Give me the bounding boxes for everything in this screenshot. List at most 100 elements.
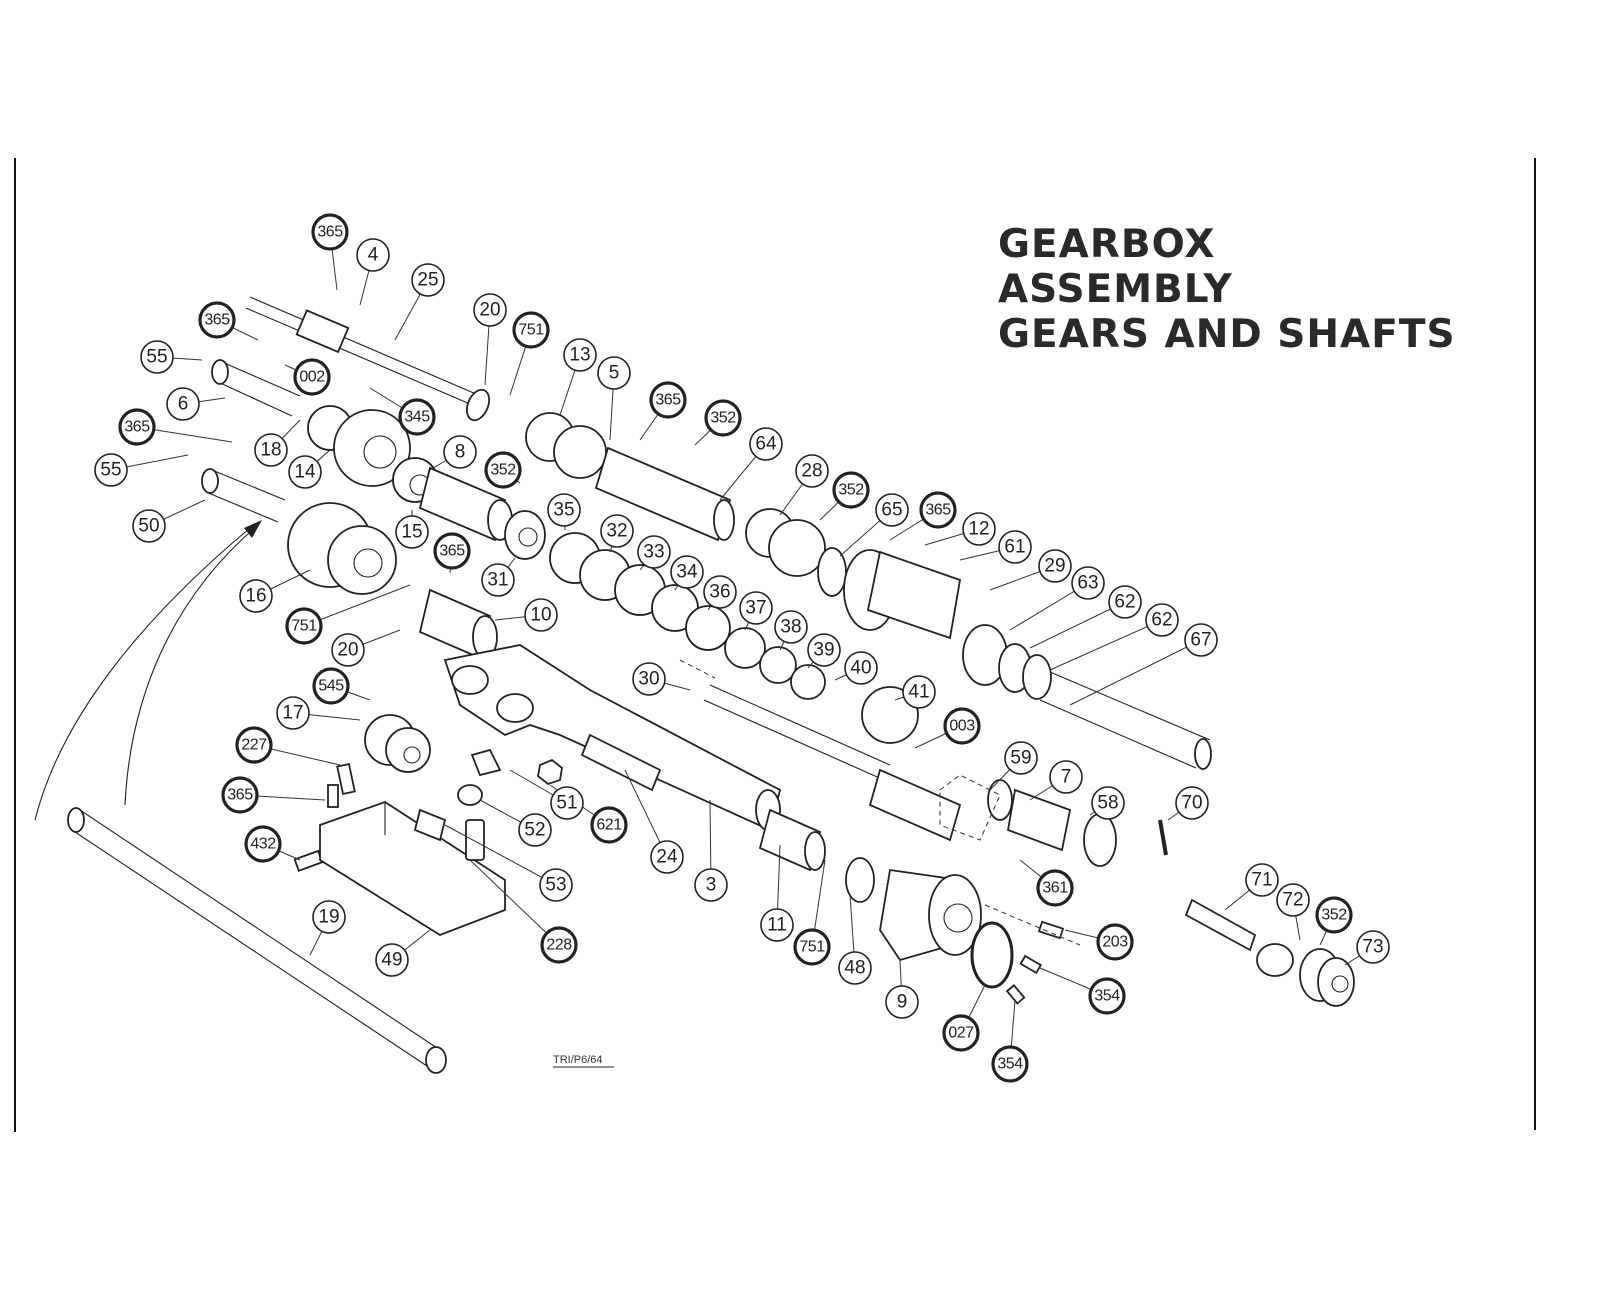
- callout-48: 48: [838, 951, 872, 985]
- callout-label: 55: [100, 460, 121, 481]
- parts-layer: [34, 296, 1355, 1074]
- splined-shaft-19: [67, 807, 447, 1074]
- callout-32: 32: [600, 514, 634, 548]
- callout-label: 352: [490, 462, 516, 479]
- callout-label: 365: [439, 543, 465, 560]
- callout-label: 35: [553, 500, 574, 521]
- callout-6: 6: [166, 387, 200, 421]
- pin-70: [1158, 819, 1168, 856]
- callout-label: 36: [709, 582, 730, 603]
- callout-59: 59: [1004, 741, 1038, 775]
- callout-circle: [244, 825, 282, 863]
- callout-label: 48: [844, 958, 865, 979]
- callout-circle: [632, 662, 666, 696]
- callout-58: 58: [1091, 786, 1125, 820]
- callout-circle: [312, 900, 346, 934]
- shaft-71: [1184, 898, 1294, 977]
- callout-circle: [395, 515, 429, 549]
- callout-4: 4: [356, 238, 390, 272]
- callout-9: 9: [885, 985, 919, 1019]
- callout-label: 28: [801, 461, 822, 482]
- callout-circle: [312, 667, 350, 705]
- callout-label: 34: [676, 562, 698, 583]
- callout-label: 40: [850, 658, 871, 679]
- callout-circle: [795, 454, 829, 488]
- callout-circle: [433, 532, 471, 570]
- screw-365: [327, 784, 339, 808]
- callout-circle: [1071, 566, 1105, 600]
- callout-label: 17: [282, 703, 303, 724]
- callout-circle: [694, 868, 728, 902]
- callout-29: 29: [1038, 549, 1072, 583]
- callout-18: 18: [254, 433, 288, 467]
- pin-432: [293, 849, 324, 872]
- callout-365: 365: [433, 532, 471, 570]
- callout-17: 17: [276, 696, 310, 730]
- callout-circle: [844, 651, 878, 685]
- callout-52: 52: [518, 813, 552, 847]
- callout-circle: [484, 451, 522, 489]
- callout-label: 621: [596, 817, 622, 834]
- callout-label: 002: [299, 369, 325, 386]
- callout-label: 51: [556, 793, 577, 814]
- callout-30: 30: [632, 662, 666, 696]
- callout-circle: [590, 806, 628, 844]
- block-51: [470, 748, 502, 777]
- callout-8: 8: [443, 435, 477, 469]
- callout-19: 19: [312, 900, 346, 934]
- callout-label: 37: [745, 598, 766, 619]
- callout-circle: [524, 598, 558, 632]
- callout-circle: [807, 633, 841, 667]
- callout-leader: [444, 824, 557, 886]
- callout-24: 24: [650, 840, 684, 874]
- callout-leader: [303, 584, 411, 627]
- callout-33: 33: [637, 535, 671, 569]
- callout-label: 58: [1097, 793, 1118, 814]
- callout-circle: [1004, 741, 1038, 775]
- title-line-2: ASSEMBLY: [998, 267, 1233, 312]
- callout-label: 32: [606, 521, 627, 542]
- callout-circle: [411, 263, 445, 297]
- callout-circle: [285, 607, 323, 645]
- callout-label: 15: [401, 522, 422, 543]
- callout-51: 51: [550, 786, 584, 820]
- callout-label: 49: [381, 950, 402, 971]
- main-shaft-top: [245, 296, 491, 422]
- screw-354-b: [1005, 984, 1026, 1005]
- callout-circle: [919, 491, 957, 529]
- callout-label: 751: [291, 618, 317, 635]
- callout-circle: [1108, 585, 1142, 619]
- callout-circle: [597, 356, 631, 390]
- callout-label: 345: [404, 409, 430, 426]
- callout-365: 365: [649, 381, 687, 419]
- callout-circle: [1091, 786, 1125, 820]
- callout-label: 38: [780, 617, 801, 638]
- callout-circle: [166, 387, 200, 421]
- callout-circle: [221, 776, 259, 814]
- callout-circle: [670, 555, 704, 589]
- callout-label: 352: [1321, 907, 1347, 924]
- callout-label: 14: [294, 462, 316, 483]
- sleeve-11: [758, 808, 826, 872]
- callout-3: 3: [694, 868, 728, 902]
- callout-365: 365: [198, 301, 236, 339]
- callout-circle: [998, 530, 1032, 564]
- callout-label: 751: [799, 939, 825, 956]
- callout-leader: [1029, 601, 1126, 649]
- callout-circle: [118, 408, 156, 446]
- callout-label: 5: [609, 363, 620, 384]
- callout-circle: [311, 213, 349, 251]
- callout-label: 67: [1190, 630, 1211, 651]
- callout-label: 751: [518, 322, 544, 339]
- collar-31: [504, 510, 546, 560]
- pin-24: [580, 733, 662, 792]
- callout-label: 16: [245, 586, 266, 607]
- callout-label: 20: [337, 640, 358, 661]
- callout-label: 8: [455, 442, 466, 463]
- callout-circle: [1096, 923, 1134, 961]
- callout-49: 49: [375, 943, 409, 977]
- callout-41: 41: [902, 675, 936, 709]
- callout-label: 20: [479, 300, 500, 321]
- callout-352: 352: [704, 399, 742, 437]
